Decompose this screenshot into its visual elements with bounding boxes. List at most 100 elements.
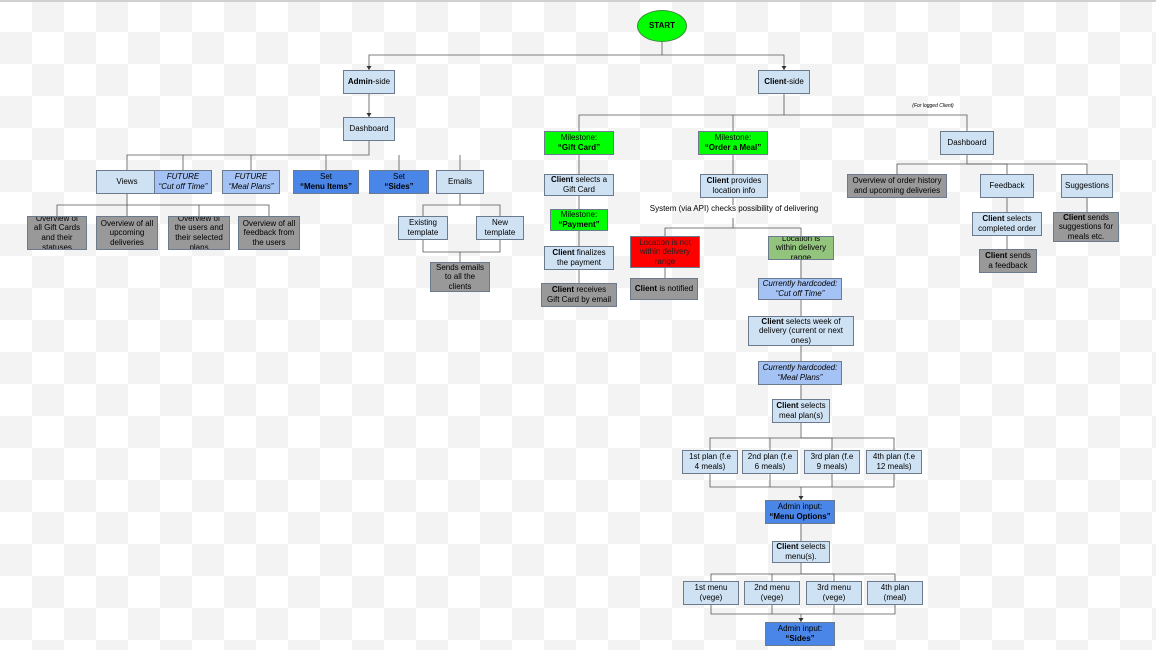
node-text-part: 1st plan (f.e 4 meals) [689,452,731,471]
node-text-part: Currently hardcoded: [762,279,838,289]
node-text-part: selects meal plan(s) [778,401,826,420]
node-text: Feedback [989,181,1024,191]
node-text-part: -side [786,77,804,87]
node-sys-check: System (via API) checks possibility of d… [636,203,832,215]
node-text-bold: Client [761,316,784,326]
connector-arrowhead [781,66,787,70]
node-text-part: Views [116,177,138,187]
node-loc-not: Location is not within delivery range [630,236,700,268]
node-text-part: Dashboard [947,138,987,148]
node-text: Client selects completed order [976,214,1038,233]
node-text: 4th plan (meal) [871,583,919,602]
node-hc-meal: Currently hardcoded:“Meal Plans” [758,361,842,385]
node-client: Client-side [758,70,810,94]
node-text: Client finalizes the payment [548,248,610,267]
node-text-part: selects week of delivery (current or nex… [758,316,844,345]
connector-arrowhead [798,618,804,622]
node-text: Client selects week of delivery (current… [752,316,850,345]
node-text-bold: Client [634,284,658,294]
node-text: Milestone:“Order a Meal” [705,133,761,152]
node-text: Client selects meal plan(s) [776,401,826,420]
node-text: Milestone:“Gift Card” [558,133,600,152]
node-text: Overview of all upcoming deliveries [100,219,154,248]
connector-line [801,437,895,450]
node-in-sides: Admin input:“Sides” [765,622,835,646]
node-new-tpl: New template [476,216,524,240]
top-border [0,0,1156,2]
node-text-part: Sends emails to all the clients [435,262,485,291]
node-text: 1st plan (f.e 4 meals) [686,452,734,471]
node-send-fb: Client sends a feedback [979,249,1037,273]
node-text-part: Overview of the users and their selected… [174,216,224,250]
node-text: Views [116,177,137,187]
node-sel-week: Client selects week of delivery (current… [748,316,854,346]
node-text-part: Overview of all feedback from the users [242,218,296,247]
node-text-part: START [648,21,676,31]
connector-line [709,423,802,450]
node-text-bold: “Order a Meal” [704,143,762,152]
node-text: 3rd menu (vege) [810,583,858,602]
node-text-part: “Cut off Time” [775,289,825,298]
node-text-bold: Client [706,176,729,186]
node-text-part: Currently hardcoded: [762,363,838,373]
node-text-bold: Client [550,175,574,185]
node-text-part: Milestone: [560,133,598,143]
node-text-part: Suggestions [1064,181,1110,191]
node-text: Client receives Gift Card by email [545,285,613,304]
node-text: Dashboard [947,138,986,148]
node-text: 2nd menu (vege) [748,583,796,602]
node-text: Location is within delivery range [772,237,830,259]
node-text-part: Milestone: [714,133,752,143]
node-ms-order: Milestone:“Order a Meal” [698,131,768,155]
node-text-part: Admin input: [777,624,823,634]
node-text-bold: “Menu Options” [769,512,831,521]
connector-line [709,474,895,488]
node-text-part: FUTURE [166,172,200,182]
node-text: Milestone:“Payment” [558,210,599,229]
node-text: Client-side [764,77,804,87]
node-text-part: 3rd plan (f.e 9 meals) [810,452,854,471]
node-text: Emails [448,177,472,187]
node-text-bold: Client [1063,212,1086,222]
node-text-part: selects a Gift Card [562,175,608,194]
node-text-part: -side [372,77,391,87]
node-text-part: finalizes the payment [556,248,606,267]
node-rec-gift: Client receives Gift Card by email [541,283,617,307]
connector-line [422,240,501,253]
connector-line [733,227,802,236]
node-menu4: 4th plan (meal) [867,581,923,605]
connector-line [967,163,1088,174]
node-text: New template [480,218,520,237]
node-ms-gift: Milestone:“Gift Card” [544,131,614,155]
node-text: FUTURE“Meal Plans” [229,172,274,191]
node-text-bold: Client [552,248,575,258]
node-fut-cut: FUTURE“Cut off Time” [154,170,212,194]
node-text: FUTURE“Cut off Time” [159,172,208,191]
node-menu1: 1st menu (vege) [683,581,739,605]
connector-arrowhead [366,113,372,117]
connector-line [578,94,785,131]
node-text-part: Feedback [989,181,1025,191]
node-dash-a: Dashboard [343,117,395,141]
node-text-part: selects completed order [978,214,1036,233]
node-text-part: FUTURE [234,172,268,182]
node-loc-within: Location is within delivery range [768,236,834,260]
node-text: Overview of order history and upcoming d… [851,176,943,195]
node-text-part: Emails [447,177,472,187]
node-text-bold: “Sides” [785,634,815,643]
node-text-part: 4th plan (meal) [880,583,910,602]
node-text: Overview of the users and their selected… [172,216,226,250]
node-text-part: Overview of order history and upcoming d… [852,176,942,195]
node-text-part: Set [392,172,405,182]
node-text: Overview of all Gift Cards and their sta… [31,217,83,249]
node-text: Existing template [402,218,444,237]
node-text: Currently hardcoded:“Cut off Time” [763,279,838,298]
node-ov4: Overview of all feedback from the users [238,216,300,250]
node-dash-c: Dashboard [940,131,994,155]
node-text-part: 2nd menu (vege) [754,583,790,602]
node-text-part: (For logged Client) [912,103,954,109]
node-text-part: selects menu(s). [785,542,826,561]
node-plan3: 3rd plan (f.e 9 meals) [804,450,860,474]
node-text: Client is notified [635,284,693,294]
